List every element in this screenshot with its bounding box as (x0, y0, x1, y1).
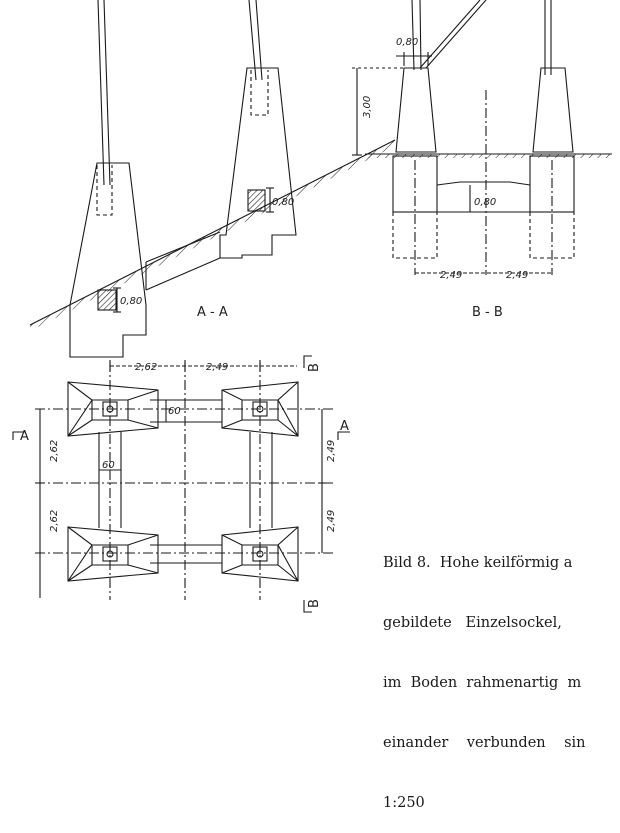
cut-marker-a-right: A (340, 419, 349, 434)
plan-dim-right-lower: 2,49 (326, 510, 337, 532)
caption-line-2: gebildete Einzelsockel, (383, 615, 562, 631)
caption-line-5: 1:250 (383, 795, 425, 811)
plan-dim-left-upper: 2,62 (49, 440, 60, 462)
figure-caption: Bild 8. Hohe keilförmig a gebildete Einz… (383, 513, 620, 833)
plan-view (12, 355, 350, 613)
plan-pedestal-tr (221, 381, 299, 437)
plan-dim-right-upper: 2,49 (326, 440, 337, 462)
plan-pedestal-tl (67, 381, 159, 437)
plan-pedestal-br (221, 526, 299, 582)
aa-dim-lower: 0,80 (120, 296, 142, 307)
caption-line-1: Bild 8. Hohe keilförmig a (383, 555, 573, 571)
aa-dim-upper: 0,80 (272, 197, 294, 208)
column-left-bb (395, 67, 437, 153)
section-a-a (29, 0, 396, 358)
column-right-bb (532, 67, 574, 153)
plan-dim-top-left: 2,62 (135, 362, 157, 373)
label-section-bb: B - B (472, 305, 503, 320)
ground-beam-bb (436, 181, 531, 213)
plan-dim-beam-h: 60 (168, 406, 181, 417)
pedestal-left (69, 162, 147, 358)
foundation-drawing: 0,80 0,80 A - A 0,80 3,00 0,80 2,49 2,49… (12, 0, 612, 613)
plan-dim-top-right: 2,49 (206, 362, 228, 373)
footing-right-bb (529, 155, 575, 213)
plan-beam-right (249, 432, 273, 528)
beam-section-lower (97, 289, 117, 311)
label-section-aa: A - A (197, 305, 228, 320)
guy-rope-bb (419, 0, 481, 69)
bb-dim-height: 3,00 (362, 96, 373, 118)
mast-right (248, 0, 257, 81)
footing-left-bb (392, 155, 438, 213)
mast-left (97, 0, 105, 186)
bb-dim-span-right: 2,49 (506, 270, 528, 281)
cut-marker-b-top: B (307, 363, 322, 372)
cut-marker-b-bottom: B (307, 599, 322, 608)
caption-line-3: im Boden rahmenartig m (383, 675, 582, 691)
cut-marker-a-left: A (20, 429, 29, 444)
bb-dim-top: 0,80 (396, 37, 418, 48)
plan-beam-bottom (150, 544, 222, 564)
plan-dim-beam-v: 60 (102, 460, 115, 471)
plan-beam-left (98, 432, 122, 528)
ground-beam-aa (145, 231, 221, 291)
pedestal-right (219, 67, 297, 259)
bb-dim-beam: 0,80 (474, 197, 496, 208)
plan-beam-top (150, 399, 222, 423)
section-b-b (352, 0, 612, 275)
beam-section-upper (247, 189, 266, 212)
caption-line-4: einander verbunden sin (383, 735, 586, 751)
plan-dim-left-lower: 2,62 (49, 510, 60, 532)
bb-dim-span-left: 2,49 (440, 270, 462, 281)
plan-pedestal-bl (67, 526, 159, 582)
